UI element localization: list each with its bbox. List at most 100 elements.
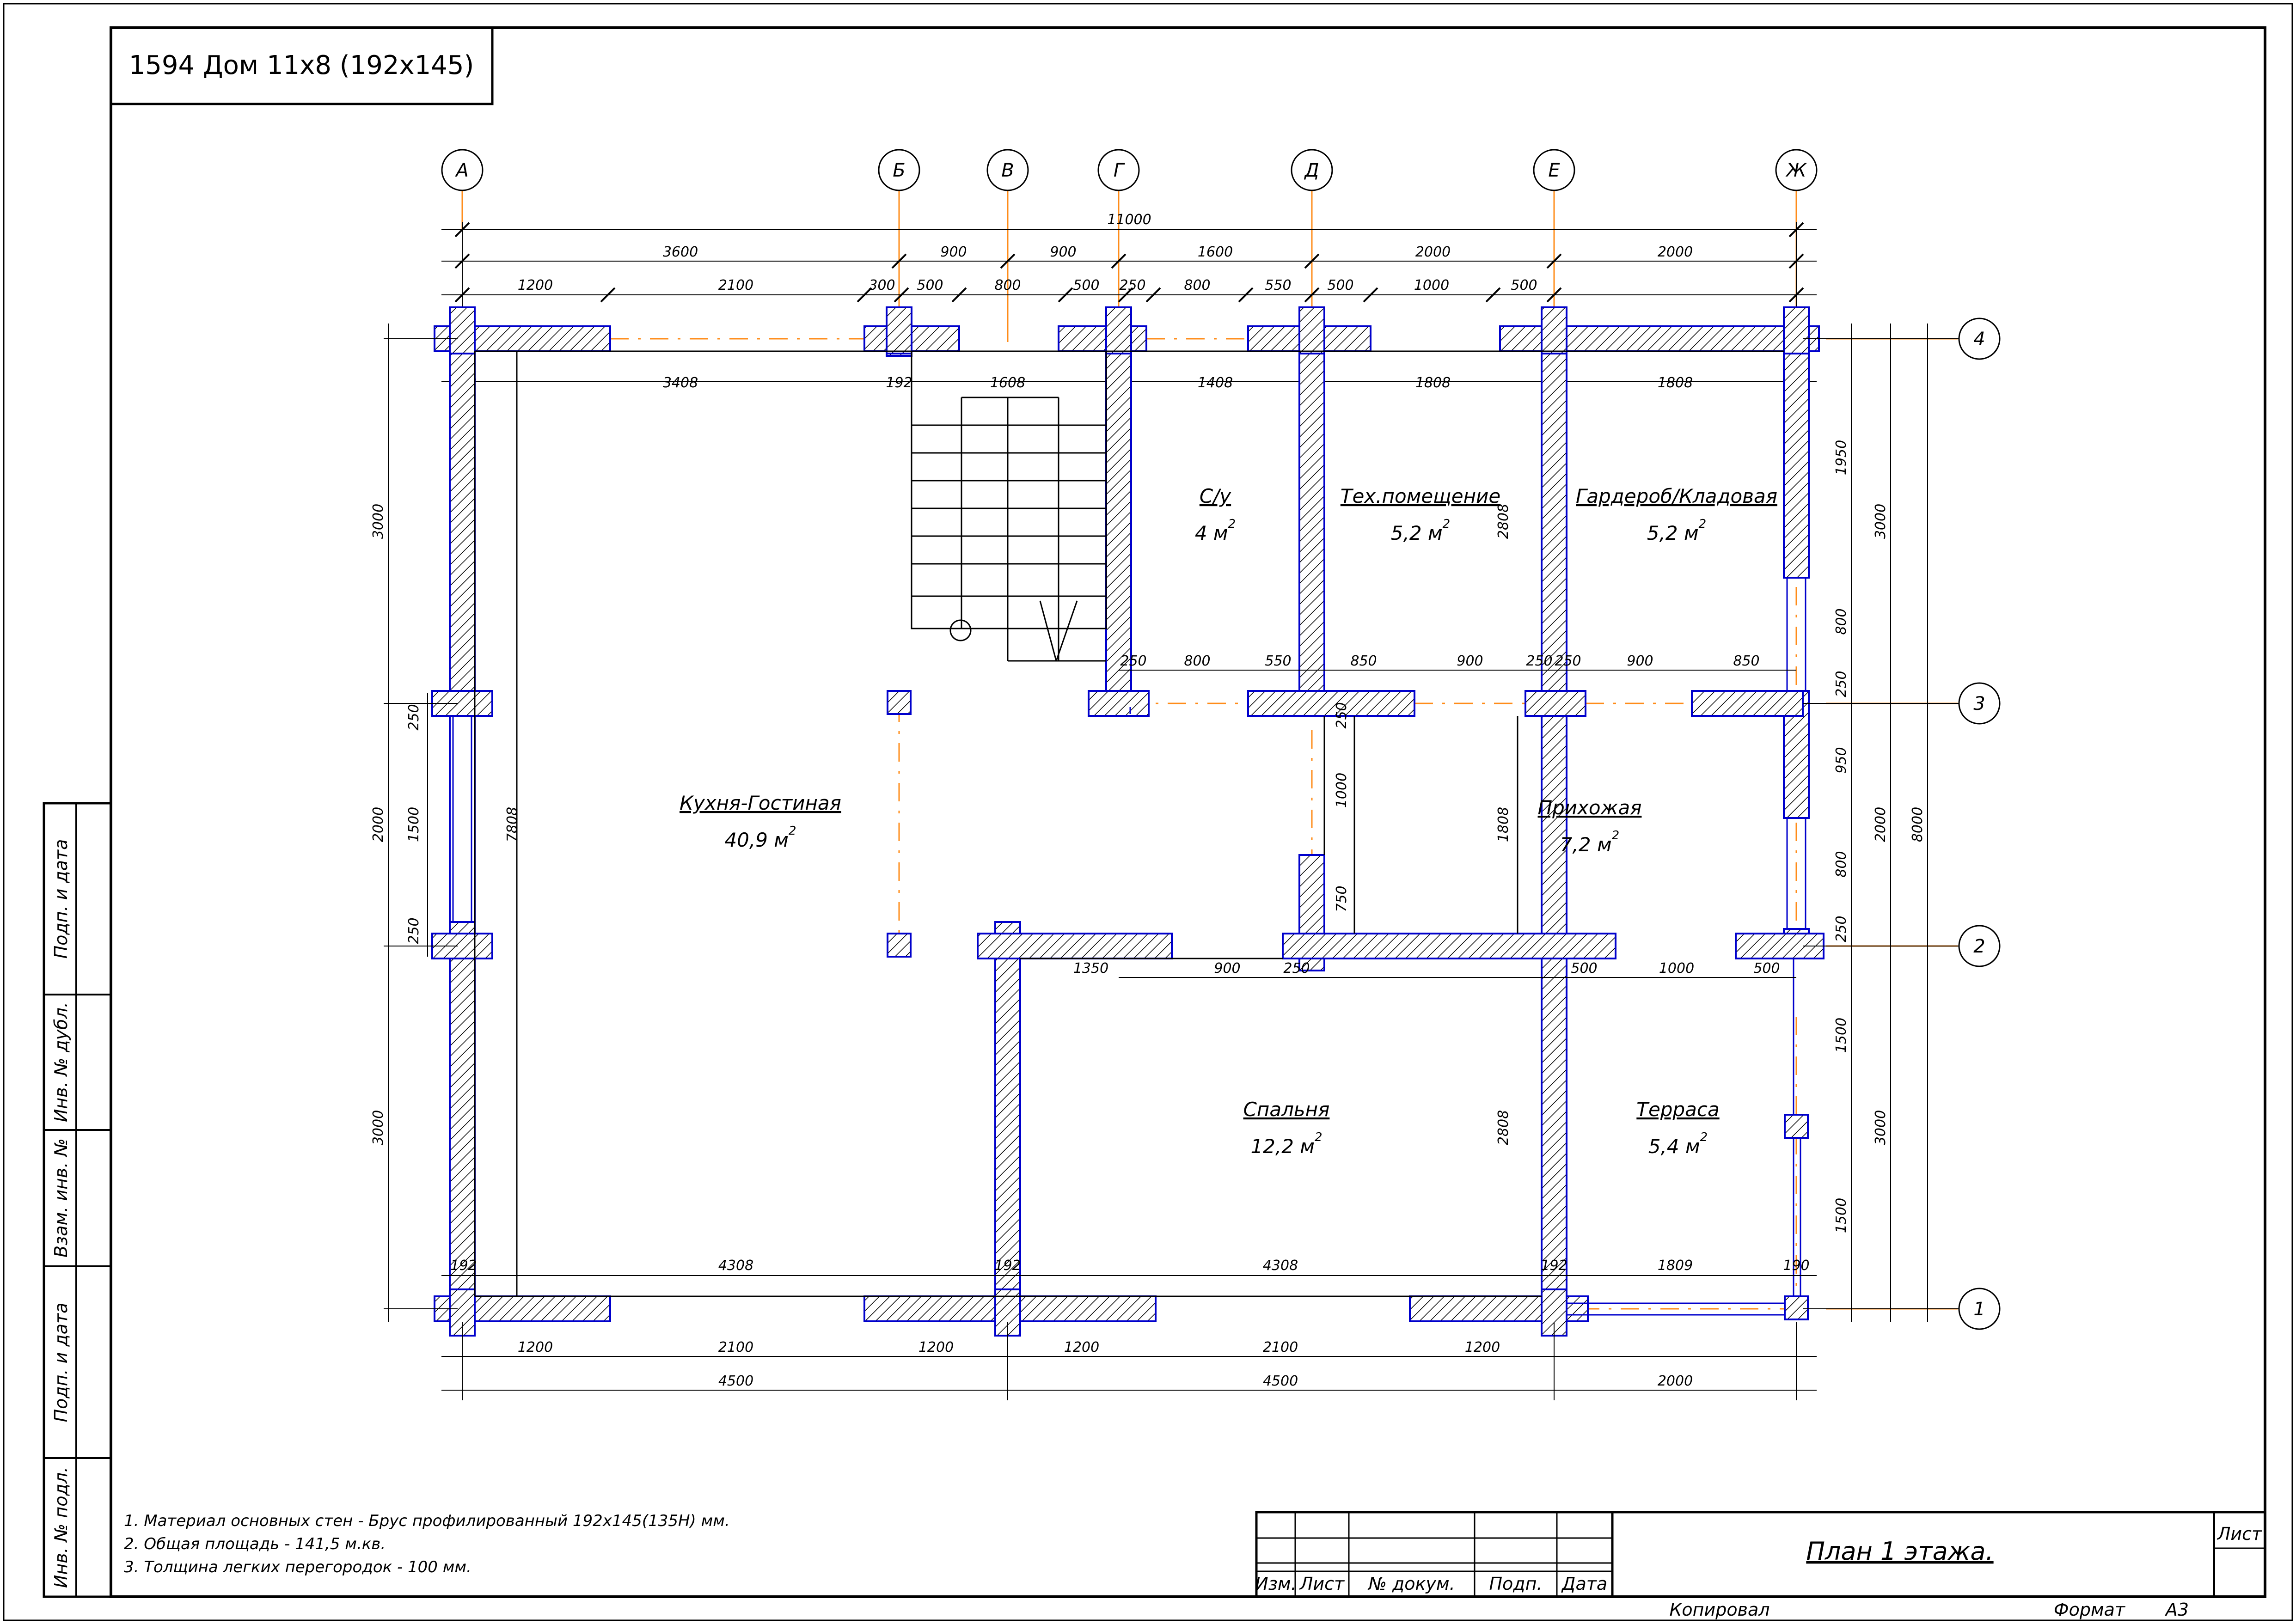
room-area-terrace: 5,4 м2 bbox=[1648, 1130, 1708, 1158]
dim-bottom-inner-6: 1809 bbox=[1658, 1258, 1693, 1274]
dim-lines-right bbox=[1803, 324, 1959, 1322]
side-stamp: Инв. № подл. Подп. и дата Взам. инв. № И… bbox=[43, 802, 112, 1598]
dim-left-3000-bottom: 3000 bbox=[370, 1110, 386, 1145]
dim-right-950: 950 bbox=[1833, 747, 1849, 773]
dim-int-2808-bottom: 2808 bbox=[1495, 1110, 1512, 1145]
dim-bottom-inner-3: 192 bbox=[994, 1258, 1021, 1274]
axis-label-g: Г bbox=[1114, 160, 1125, 181]
stamp-header-izm: Изм. bbox=[1255, 1574, 1296, 1594]
axis-label-b: Б bbox=[893, 160, 905, 181]
dim-right-800-b: 800 bbox=[1833, 851, 1849, 877]
side-stamp-inv-dubl: Инв. № дубл. bbox=[51, 1002, 71, 1122]
dim-top-row3-11: 1000 bbox=[1414, 277, 1449, 293]
axis-lines bbox=[461, 189, 1958, 1310]
axis-label-e: Е bbox=[1548, 160, 1560, 181]
drawing-frame bbox=[110, 26, 2266, 1598]
dim-left-250-top: 250 bbox=[406, 704, 422, 730]
room-area-wc: 4 м2 bbox=[1195, 517, 1236, 544]
note-1: 1. Материал основных стен - Брус профили… bbox=[124, 1512, 730, 1530]
axis-bubbles bbox=[441, 149, 2001, 1330]
axis-label-zh: Ж bbox=[1785, 160, 1807, 181]
dim-mid-2: 800 bbox=[1184, 653, 1210, 669]
room-name-tech: Тех.помещение bbox=[1341, 485, 1500, 507]
dim-top-row2-5: 2000 bbox=[1415, 244, 1451, 260]
dim-left-250-bottom: 250 bbox=[406, 917, 422, 944]
dim-texts-mid: 250 800 550 850 900 250 250 900 850 1350… bbox=[1073, 653, 1780, 977]
dim-top-row3-12: 500 bbox=[1511, 277, 1537, 293]
dim-right-1950: 1950 bbox=[1833, 440, 1849, 475]
room-name-hall: Прихожая bbox=[1538, 796, 1642, 819]
outer-border bbox=[3, 3, 2293, 1621]
stamp-header-date: Дата bbox=[1561, 1574, 1607, 1594]
dim-right-1500-b: 1500 bbox=[1833, 1198, 1849, 1233]
dim-top-row3-6: 500 bbox=[1073, 277, 1099, 293]
dim-mid-8: 900 bbox=[1627, 653, 1653, 669]
dim-bottom-row1-1: 1200 bbox=[518, 1339, 553, 1355]
footer-format-value: А3 bbox=[2164, 1600, 2189, 1620]
stamp-header-doc: № докум. bbox=[1367, 1574, 1455, 1594]
dim-top-row3-7: 250 bbox=[1119, 277, 1145, 293]
room-name-kitchen: Кухня-Гостиная bbox=[680, 792, 841, 814]
dim-bottom-row1-4: 1200 bbox=[1064, 1339, 1099, 1355]
dim-int-750: 750 bbox=[1334, 885, 1350, 912]
dim-inner-8: 1808 bbox=[1415, 375, 1451, 391]
dim-texts-right: 1950 800 250 950 800 250 1500 1500 3000 … bbox=[1833, 440, 1926, 1233]
note-3: 3. Толщина легких перегородок - 100 мм. bbox=[124, 1558, 471, 1576]
footer-copied: Копировал bbox=[1669, 1600, 1769, 1620]
dim-inner-6: 1408 bbox=[1198, 375, 1233, 391]
room-area-hall: 7,2 м2 bbox=[1560, 829, 1619, 856]
dim-mid-1: 250 bbox=[1120, 653, 1146, 669]
dim-total-width: 11000 bbox=[1107, 212, 1151, 228]
note-2: 2. Общая площадь - 141,5 м.кв. bbox=[124, 1535, 386, 1553]
thin-lines bbox=[452, 578, 1806, 1316]
dim-left-7808: 7808 bbox=[504, 807, 520, 842]
dim-inner-10: 1808 bbox=[1658, 375, 1693, 391]
dim-right-250-a: 250 bbox=[1833, 671, 1849, 697]
title-box: 1594 Дом 11х8 (192х145) bbox=[110, 26, 494, 105]
sheet-label: Лист bbox=[2216, 1524, 2263, 1544]
room-name-wardrobe: Гардероб/Кладовая bbox=[1576, 485, 1777, 507]
side-stamp-vzam: Взам. инв. № bbox=[51, 1138, 71, 1258]
dim-bottom-row1-2: 2100 bbox=[718, 1339, 753, 1355]
side-stamp-podp-date-1: Подп. и дата bbox=[51, 1303, 71, 1423]
dim-right-3000-top: 3000 bbox=[1873, 504, 1889, 539]
dim-lower-2: 900 bbox=[1214, 960, 1240, 977]
dim-int-2808-top: 2808 bbox=[1495, 504, 1512, 539]
dim-int-1808: 1808 bbox=[1495, 807, 1512, 842]
room-area-bedroom: 12,2 м2 bbox=[1250, 1130, 1322, 1158]
staircase bbox=[911, 350, 1107, 662]
dim-inner-2: 3408 bbox=[663, 375, 698, 391]
dim-bottom-row2-2: 4500 bbox=[1263, 1373, 1298, 1389]
side-stamp-inv-podl: Инв. № подл. bbox=[51, 1467, 71, 1588]
dim-bottom-row2-3: 2000 bbox=[1658, 1373, 1693, 1389]
dim-mid-5: 900 bbox=[1457, 653, 1483, 669]
bottom-stamp: Изм. Лист № докум. Подп. Дата План 1 эта… bbox=[1255, 1511, 2266, 1620]
dim-int-250: 250 bbox=[1334, 702, 1350, 728]
axis-label-d: Д bbox=[1304, 160, 1319, 181]
dim-bottom-row1-3: 1200 bbox=[918, 1339, 954, 1355]
side-stamp-podp-date-2: Подп. и дата bbox=[51, 839, 71, 959]
dim-bottom-inner-5: 192 bbox=[1541, 1258, 1567, 1274]
axis-label-4: 4 bbox=[1973, 329, 1985, 350]
dim-right-2000: 2000 bbox=[1873, 807, 1889, 842]
dim-right-1500-a: 1500 bbox=[1833, 1018, 1849, 1053]
room-area-tech: 5,2 м2 bbox=[1391, 517, 1450, 544]
dim-bottom-row2-1: 4500 bbox=[718, 1373, 753, 1389]
partitions bbox=[474, 350, 1784, 1297]
axis-label-1: 1 bbox=[1973, 1299, 1985, 1320]
dim-bottom-row1-6: 1200 bbox=[1465, 1339, 1500, 1355]
room-name-terrace: Терраса bbox=[1636, 1098, 1719, 1121]
dim-texts-left: 3000 2000 3000 250 1500 250 7808 bbox=[370, 504, 520, 1145]
dim-top-row3-1: 1200 bbox=[518, 277, 553, 293]
dim-top-row3-4: 500 bbox=[917, 277, 943, 293]
dim-lines-mid bbox=[1119, 670, 1796, 978]
dim-inner-4: 1608 bbox=[990, 375, 1025, 391]
walls bbox=[431, 306, 1825, 1337]
dim-lower-5: 1000 bbox=[1659, 960, 1694, 977]
dim-top-row2-3: 900 bbox=[1050, 244, 1076, 260]
dim-top-row2-2: 900 bbox=[940, 244, 967, 260]
dim-lower-1: 1350 bbox=[1073, 960, 1108, 977]
dim-lower-4: 500 bbox=[1571, 960, 1597, 977]
dim-right-800-a: 800 bbox=[1833, 608, 1849, 635]
room-name-wc: С/у bbox=[1200, 485, 1231, 507]
